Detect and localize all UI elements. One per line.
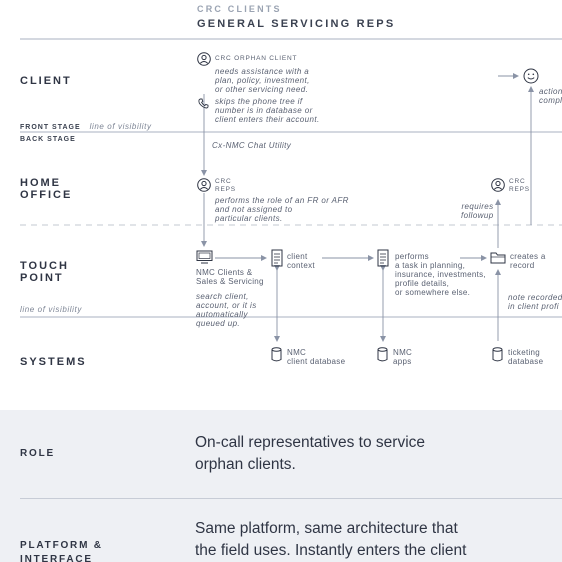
ticketing-database-icon [492,347,503,362]
header-supertitle: CRC CLIENTS [197,4,282,14]
line-of-visibility-label: line of visibility [20,305,82,314]
rep-person-icon [197,178,211,192]
folder-icon [490,252,506,264]
front-stage-label: FRONT STAGE line of visibility [20,122,152,131]
smiley-icon [523,68,539,84]
flow-arrows [201,73,534,342]
monitor-icon [196,250,213,264]
phone-icon [198,98,209,109]
client-persona-label: CRC ORPHAN CLIENT [215,55,298,62]
panel-divider [20,498,562,499]
back-stage-label: BACK STAGE [20,136,76,143]
nmc-sales-servicing-label: NMC Clients &Sales & Servicing [196,268,264,286]
role-label: ROLE [20,448,55,459]
header-title: GENERAL SERVICING REPS [197,18,396,30]
task-list-icon [377,249,389,267]
lane-dividers [20,38,562,318]
database-icon [271,347,282,362]
rep2-person-icon [491,178,505,192]
lane-systems: SYSTEMS [20,356,87,368]
front-visibility-label: line of visibility [89,122,152,131]
lane-client: CLIENT [20,75,72,87]
person-icon [197,52,211,66]
blueprint-lines [20,38,562,342]
document-list-icon [271,249,283,267]
apps-database-icon [377,347,388,362]
platform-interface-label: PLATFORM &INTERFACE [20,540,103,562]
chat-utility-label: Cx-NMC Chat Utility [212,141,292,150]
